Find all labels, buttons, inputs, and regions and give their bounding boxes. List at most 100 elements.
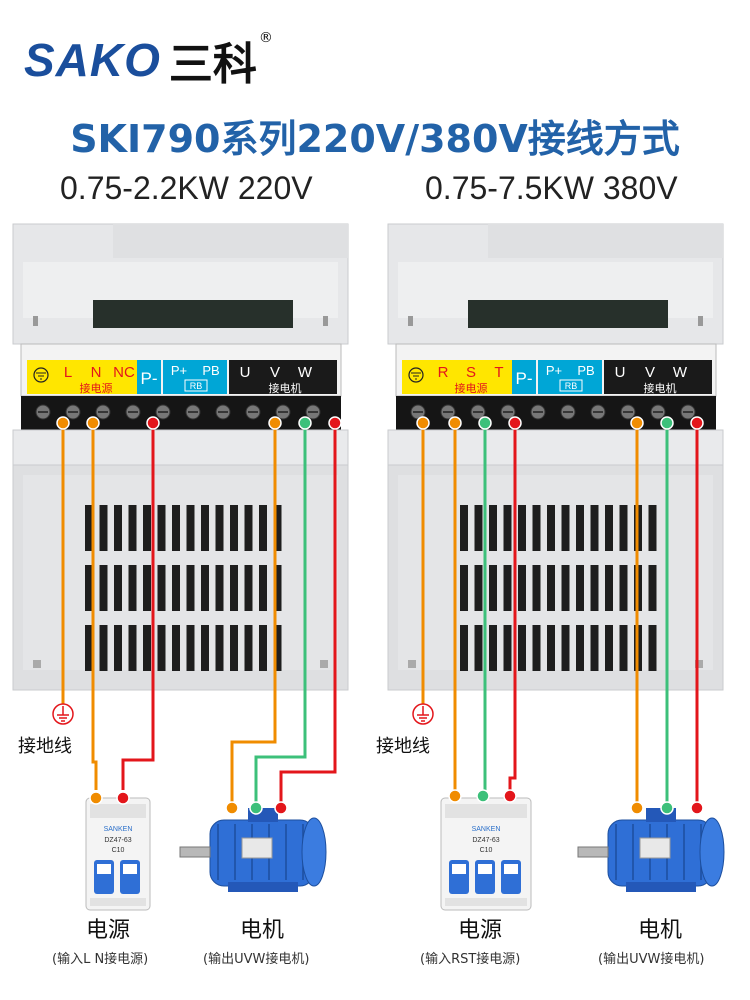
left-vent-slot: [85, 625, 93, 671]
left-pplus-label: P+: [171, 363, 187, 378]
left-breaker-brand: SANKEN: [104, 826, 133, 833]
right-vent-slot: [605, 505, 613, 551]
left-power-term-l: L: [64, 364, 72, 381]
right-breaker-r-dot: [448, 789, 462, 803]
right-terminal-dot: [508, 416, 522, 430]
left-vent-slot: [273, 505, 282, 551]
right-ground-cell: [402, 360, 430, 394]
right-rb-label: RB: [565, 381, 578, 391]
right-vent-slot: [474, 565, 483, 611]
right-vent-slot: [648, 565, 657, 611]
left-terminal-dot: [328, 416, 342, 430]
right-motor-w-dot: [690, 801, 704, 815]
right-vent-slot: [605, 625, 613, 671]
right-breaker-t-dot: [503, 789, 517, 803]
right-vent-slot: [648, 625, 657, 671]
right-vent-slot: [576, 505, 584, 551]
right-vent-slot: [489, 565, 497, 611]
left-housing-inset: [23, 475, 338, 670]
right-motor-label: 电机: [638, 918, 683, 943]
right-panel-ground-icon: [408, 367, 424, 383]
left-vent-slot: [230, 625, 238, 671]
left-v-wire: [254, 423, 307, 805]
left-n-wire: [121, 423, 155, 790]
right-power-term-t: T: [494, 364, 503, 381]
left-vent-slot: [259, 505, 267, 551]
left-vent-slot: [201, 565, 209, 611]
left-motor-v-dot: [249, 801, 263, 815]
left-clip-left: [33, 316, 38, 326]
left-foot-hole-left: [33, 660, 41, 668]
right-vent-slot: [503, 565, 512, 611]
right-vent-slot: [503, 505, 512, 551]
right-motor-base: [626, 882, 696, 892]
left-vent-slot: [99, 565, 108, 611]
right-breaker-brand: SANKEN: [472, 826, 501, 833]
right-vent-slot: [576, 625, 584, 671]
left-w-wire: [279, 423, 337, 805]
right-motor: [577, 808, 725, 892]
right-pminus-cell: [512, 360, 536, 394]
left-output-caption: 接电机: [269, 381, 302, 395]
left-out-term-w: W: [298, 364, 313, 381]
right-breaker-toggle-face: [452, 864, 466, 874]
left-vent-slot: [128, 505, 137, 551]
right-vent-slot: [547, 505, 555, 551]
left-vent-slot: [157, 565, 166, 611]
left-vent-slot: [273, 565, 282, 611]
right-breaker-bottom: [445, 898, 527, 906]
left-motor: [179, 808, 327, 892]
right-vent-slot: [532, 625, 541, 671]
left-vent-slot: [143, 505, 151, 551]
page-title: SKI790系列220V/380V接线方式: [70, 117, 680, 161]
left-housing-step: [113, 224, 348, 258]
right-terminal-dot: [448, 416, 462, 430]
right-vent-slot: [460, 505, 468, 551]
left-vent-slot: [85, 565, 93, 611]
left-l-wire: [91, 423, 98, 790]
right-vent-slot: [561, 625, 570, 671]
left-vent-slot: [215, 505, 224, 551]
right-out-term-v: V: [645, 364, 655, 381]
right-vent-slot: [648, 505, 657, 551]
right-spec: 0.75-7.5KW 380V: [425, 170, 678, 206]
left-vent-slot: [259, 625, 267, 671]
left-vent-slot: [172, 625, 180, 671]
left-vent-slot: [114, 565, 122, 611]
left-vent-slot: [215, 625, 224, 671]
right-pb-label: PB: [577, 363, 594, 378]
right-vent-slot: [460, 565, 468, 611]
left-vent-slot: [143, 565, 151, 611]
left-source-note: (输入L N接电源): [52, 952, 149, 967]
left-pminus-label: P-: [141, 369, 158, 388]
right-vent-slot: [605, 565, 613, 611]
left-breaker-toggle-face: [97, 864, 111, 874]
right-vent-slot: [474, 505, 483, 551]
right-vent-slot: [619, 505, 628, 551]
left-brake-cell: [163, 360, 227, 394]
right-motor-note: (输出UVW接电机): [598, 952, 705, 967]
right-terminal-dot: [478, 416, 492, 430]
right-motor-u-dot: [630, 801, 644, 815]
left-vent-slot: [230, 565, 238, 611]
right-breaker-toggle-face: [478, 864, 492, 874]
logo-chinese: 三科: [168, 39, 257, 90]
right-foot-hole-right: [695, 660, 703, 668]
left-motor-u-dot: [225, 801, 239, 815]
right-out-term-u: U: [615, 364, 626, 381]
right-vent-slot: [489, 505, 497, 551]
right-housing-mid: [387, 429, 724, 466]
left-terminal-dot: [146, 416, 160, 430]
right-vent-slot: [590, 625, 599, 671]
left-breaker-bottom: [90, 898, 146, 906]
left-motor-label: 电机: [240, 918, 285, 943]
right-display-slot: [468, 300, 668, 328]
left-vent-slot: [215, 565, 224, 611]
left-vent-slot: [99, 625, 108, 671]
left-terminal-dot: [298, 416, 312, 430]
right-vent-slot: [518, 625, 526, 671]
left-breaker-top: [90, 804, 146, 818]
